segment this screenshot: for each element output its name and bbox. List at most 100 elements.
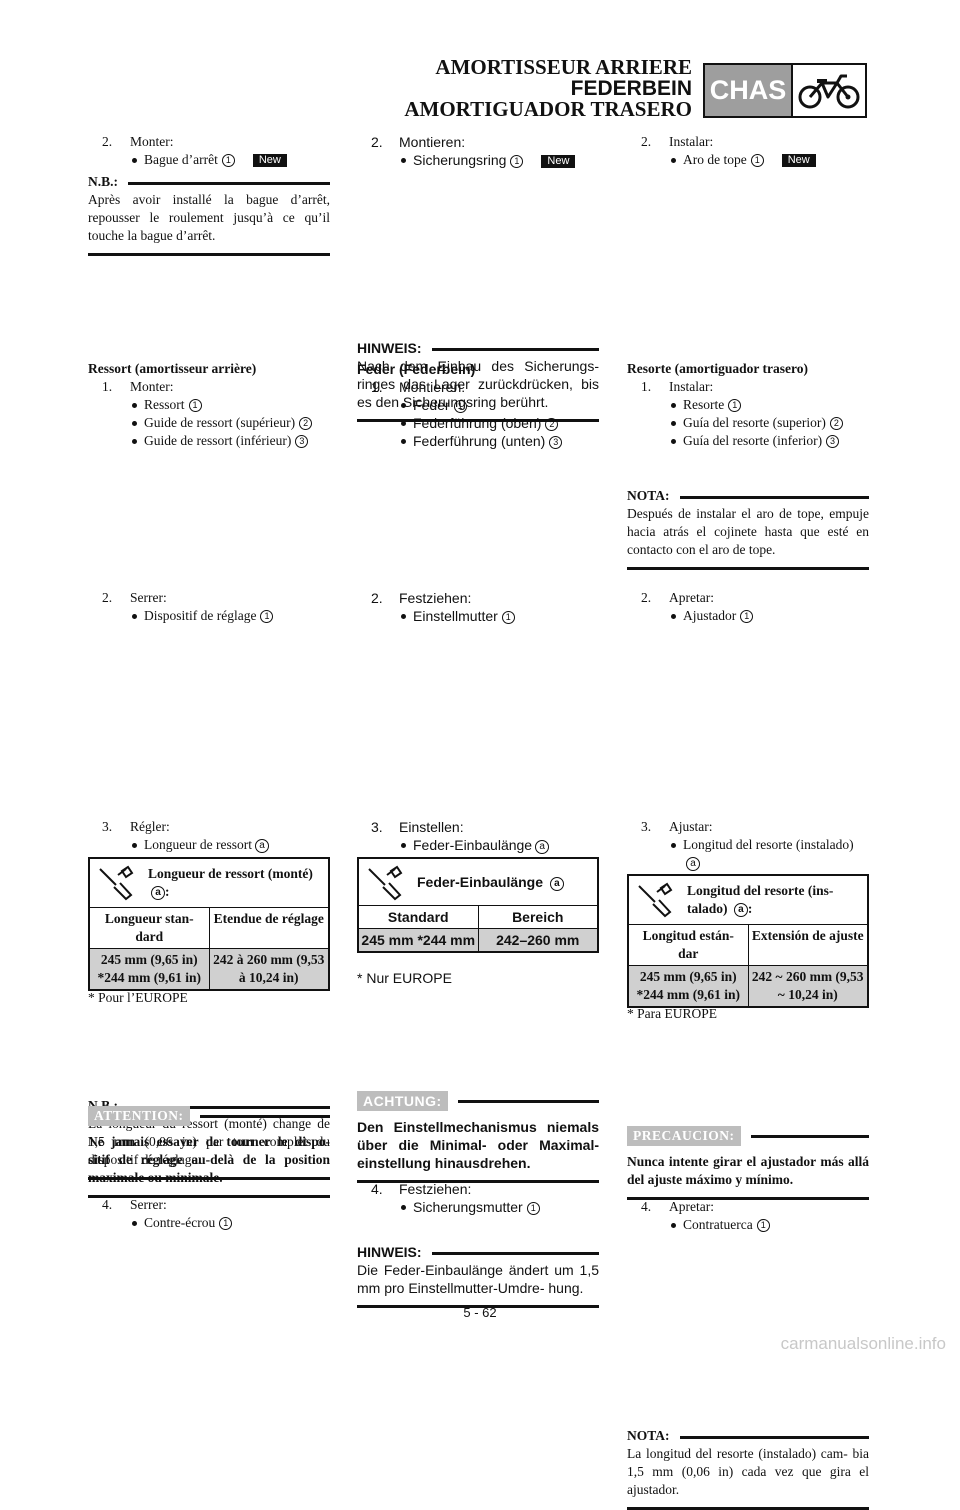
step-verb: Festziehen: bbox=[399, 590, 472, 606]
bullet-icon bbox=[401, 439, 406, 444]
es-spec-table: Longitud del resorte (ins- talado) a: Lo… bbox=[627, 874, 869, 1008]
motorcycle-icon bbox=[793, 65, 865, 116]
bullet-icon bbox=[671, 614, 676, 619]
bullet-icon bbox=[671, 421, 676, 426]
ref-letter: a bbox=[254, 839, 269, 853]
spec-header-standard: Longueur stan- dard bbox=[104, 911, 194, 944]
note-body: La longitud del resorte (instalado) cam-… bbox=[627, 1446, 869, 1497]
caution-heading: PRECAUCION: bbox=[627, 1126, 741, 1146]
step-verb: Régler: bbox=[130, 819, 170, 834]
bullet-icon bbox=[671, 158, 676, 163]
bullet-icon bbox=[671, 1223, 676, 1228]
step-number: 1. bbox=[641, 379, 652, 394]
step-number: 2. bbox=[641, 134, 652, 149]
new-badge: New bbox=[252, 154, 287, 167]
new-badge: New bbox=[541, 155, 576, 168]
part-name: Resorte bbox=[683, 397, 725, 412]
spec-value-standard: 245 mm (9,65 in) *244 mm (9,61 in) bbox=[97, 952, 202, 985]
step-verb: Apretar: bbox=[669, 1199, 714, 1214]
part-name: Guide de ressort (supérieur) bbox=[144, 415, 296, 430]
part-name: Federführung (oben) bbox=[413, 415, 542, 431]
bullet-icon bbox=[132, 439, 137, 444]
note-heading: N.B.: bbox=[88, 174, 118, 189]
bullet-icon bbox=[132, 1221, 137, 1226]
part-name: Sicherungsmutter bbox=[413, 1199, 523, 1215]
spec-value-range: 242 ~ 260 mm (9,53 ~ 10,24 in) bbox=[747, 966, 868, 1006]
fr-note-1: N.B.: Après avoir installé la bague d’ar… bbox=[88, 173, 330, 256]
fr-section-spring: Ressort (amortisseur arrière) 1.Monter: … bbox=[88, 360, 330, 450]
note-heading: NOTA: bbox=[627, 1428, 670, 1443]
ref-number: 1 bbox=[756, 1219, 770, 1232]
caution-body: Den Einstellmechanismus niemals über die… bbox=[357, 1119, 599, 1171]
part-name: Dispositif de réglage bbox=[144, 608, 257, 623]
ref-number: 3 bbox=[549, 436, 563, 449]
step-number: 1. bbox=[371, 379, 383, 395]
ref-number: 1 bbox=[728, 399, 742, 412]
ref-number: 1 bbox=[750, 154, 764, 167]
wrench-icon bbox=[359, 859, 411, 905]
step-verb: Festziehen: bbox=[399, 1181, 472, 1197]
note-body: Après avoir installé la bague d’arrêt, r… bbox=[88, 192, 330, 243]
wrench-icon bbox=[90, 859, 142, 907]
step-number: 4. bbox=[371, 1181, 383, 1197]
caution-heading: ACHTUNG: bbox=[357, 1091, 448, 1111]
ref-letter: a bbox=[151, 886, 165, 900]
step-number: 3. bbox=[641, 819, 652, 834]
ref-number: 1 bbox=[453, 400, 467, 413]
step-verb: Einstellen: bbox=[399, 819, 464, 835]
part-name: Guía del resorte (superior) bbox=[683, 415, 826, 430]
part-name: Einstellmutter bbox=[413, 608, 498, 624]
spec-value-range: 242–260 mm bbox=[477, 929, 598, 951]
watermark: carmanualsonline.info bbox=[780, 1334, 946, 1353]
spec-title: Longitud del resorte (ins- talado) bbox=[687, 883, 834, 916]
new-badge: New bbox=[781, 154, 816, 167]
spec-header-range: Etendue de réglage bbox=[208, 908, 329, 948]
caution-heading: ATTENTION: bbox=[88, 1106, 190, 1126]
step-number: 3. bbox=[102, 819, 113, 834]
section-title: Ressort (amortisseur arrière) bbox=[88, 361, 257, 376]
bullet-icon bbox=[132, 403, 137, 408]
step-number: 2. bbox=[102, 134, 113, 149]
spec-header-range: Extensión de ajuste bbox=[747, 925, 868, 965]
de-caution: ACHTUNG: Den Einstellmechanismus niemals… bbox=[357, 1091, 599, 1183]
caution-body: Ne jamais essayer de tourner le dispo- s… bbox=[88, 1134, 330, 1185]
part-name: Feder bbox=[413, 397, 450, 413]
de-footnote: * Nur EUROPE bbox=[357, 970, 452, 986]
spec-header-standard: Longitud están- dar bbox=[642, 928, 734, 961]
es-caution: PRECAUCION: Nunca intente girar el ajust… bbox=[627, 1126, 869, 1200]
spec-header-standard: Standard bbox=[387, 909, 449, 925]
bullet-icon bbox=[132, 614, 137, 619]
step-verb: Monter: bbox=[130, 379, 174, 394]
bullet-icon bbox=[671, 439, 676, 444]
caution-body: Nunca intente girar el ajustador más all… bbox=[627, 1154, 869, 1187]
spec-title: Longueur de ressort (monté) bbox=[148, 866, 313, 881]
note-body: Después de instalar el aro de tope, empu… bbox=[627, 506, 869, 557]
bullet-icon bbox=[401, 158, 406, 163]
step-verb: Instalar: bbox=[669, 134, 714, 149]
step-number: 2. bbox=[641, 590, 652, 605]
ref-number: 3 bbox=[826, 435, 840, 448]
part-name: Ajustador bbox=[683, 608, 737, 623]
part-name: Longueur de ressort bbox=[144, 837, 252, 852]
step-verb: Serrer: bbox=[130, 590, 167, 605]
ref-letter: a bbox=[549, 877, 564, 891]
part-name: Contratuerca bbox=[683, 1217, 753, 1232]
es-note-1: NOTA: Después de instalar el aro de tope… bbox=[627, 487, 869, 570]
step-number: 3. bbox=[371, 819, 383, 835]
part-name: Longitud del resorte (instalado) bbox=[683, 837, 854, 852]
ref-number: 1 bbox=[526, 1202, 540, 1215]
bullet-icon bbox=[401, 1205, 406, 1210]
header-title-fr: AMORTISSEUR ARRIERE bbox=[435, 55, 692, 79]
spec-header-range: Bereich bbox=[477, 906, 598, 928]
